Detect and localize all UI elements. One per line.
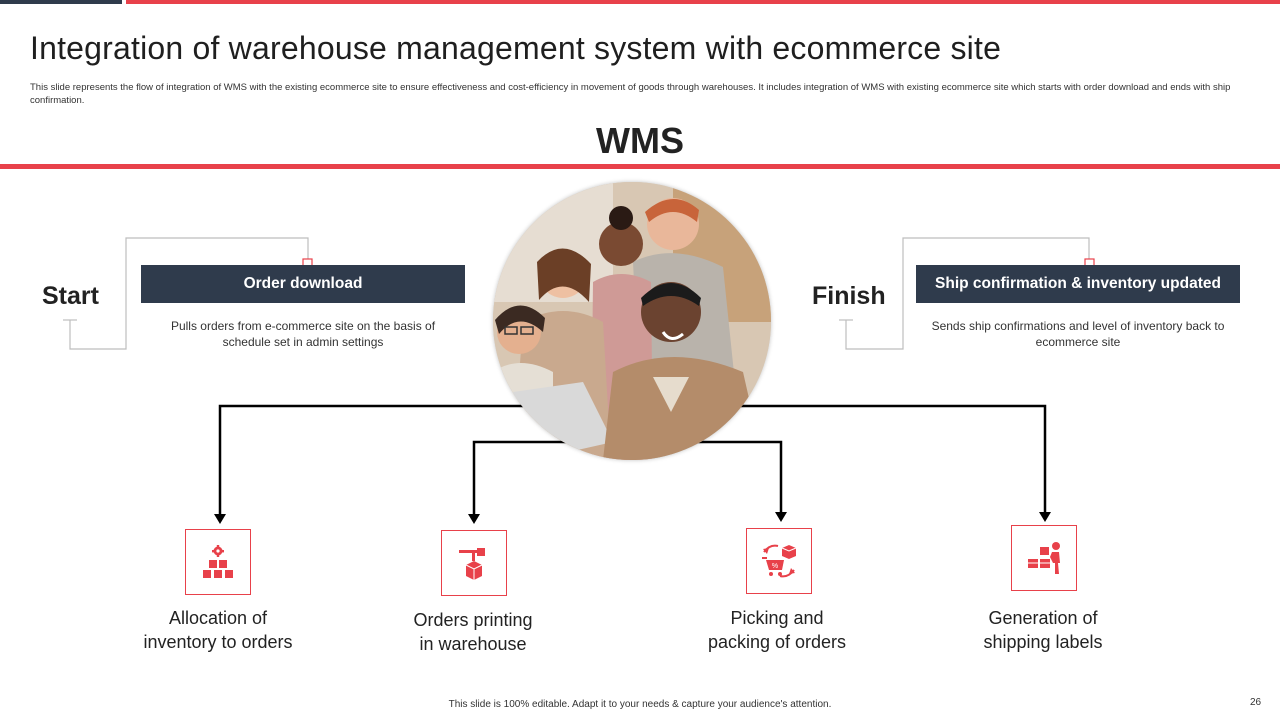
inventory-boxes-gear-icon <box>203 545 233 578</box>
step-1-label-line1: Allocation of <box>168 608 268 628</box>
svg-text:%: % <box>772 563 778 570</box>
ship-confirmation-title: Ship confirmation & inventory updated <box>935 275 1221 292</box>
step-4-label-line1: Generation of <box>988 608 1098 628</box>
arrow-step-1 <box>214 514 226 524</box>
step-4-label: Generation of shipping labels <box>943 606 1143 654</box>
step-2-label: Orders printing in warehouse <box>373 608 573 656</box>
printer-box-icon <box>459 548 485 580</box>
step-1-icon-box <box>185 529 251 595</box>
footer-note: This slide is 100% editable. Adapt it to… <box>448 699 832 710</box>
step-2-label-line1: Orders printing <box>413 610 533 630</box>
ship-confirmation-box: Ship confirmation & inventory updated <box>916 265 1240 303</box>
step-3-label-line1: Picking and <box>730 608 824 628</box>
ship-confirmation-description: Sends ship confirmations and level of in… <box>931 319 1225 349</box>
step-3-label-line2: packing of orders <box>707 632 847 652</box>
finish-label: Finish <box>812 282 886 310</box>
step-3-label: Picking and packing of orders <box>677 606 877 654</box>
step-1-label: Allocation of inventory to orders <box>118 606 318 654</box>
person-pushing-boxes-icon <box>1028 542 1060 574</box>
order-download-description: Pulls orders from e-commerce site on the… <box>170 319 436 349</box>
start-label: Start <box>42 282 99 310</box>
step-4-icon-box <box>1011 525 1077 591</box>
order-download-box: Order download <box>141 265 465 303</box>
slide-title: Integration of warehouse management syst… <box>30 30 1002 66</box>
step-3-icon-box: % <box>746 528 812 594</box>
step-4-label-line2: shipping labels <box>983 632 1103 652</box>
order-download-title: Order download <box>243 275 363 292</box>
start-bracket-line <box>69 237 309 350</box>
slide-description: This slide represents the flow of integr… <box>30 82 1231 106</box>
arrow-step-3 <box>775 512 787 522</box>
finish-bracket-line <box>845 237 1090 350</box>
wms-heading: WMS <box>596 120 684 161</box>
step-1-label-line2: inventory to orders <box>143 632 293 652</box>
team-photo-illustration <box>493 182 771 460</box>
step-2-icon-box <box>441 530 507 596</box>
step-2-label-line2: in warehouse <box>419 634 527 654</box>
wms-divider-line <box>0 164 1280 169</box>
page-number: 26 <box>1250 697 1262 708</box>
team-photo <box>493 182 771 460</box>
cart-boxes-cycle-icon: % <box>762 544 797 578</box>
top-accent-bar-red <box>126 0 1280 4</box>
arrow-step-2 <box>468 514 480 524</box>
top-accent-bar-dark <box>0 0 122 4</box>
arrow-step-4 <box>1039 512 1051 522</box>
